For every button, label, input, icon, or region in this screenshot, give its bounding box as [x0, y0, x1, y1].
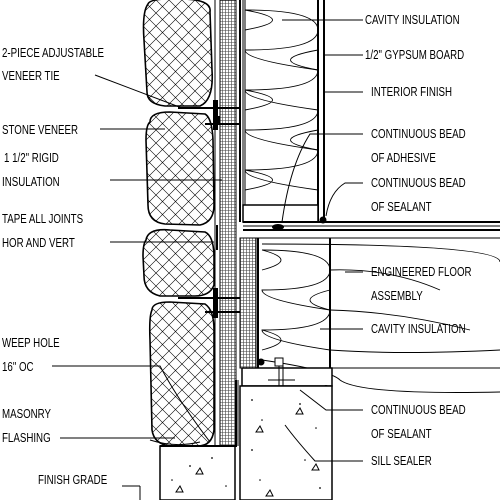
- label-veneer-tie-1: 2-PIECE ADJUSTABLE: [2, 47, 104, 60]
- label-weep-hole-2: 16" OC: [2, 361, 34, 374]
- label-stone-veneer: STONE VENEER: [2, 124, 78, 137]
- bottom-plate: [242, 204, 319, 223]
- label-tape-joints-2: HOR AND VERT: [2, 237, 75, 250]
- cavity-insulation-upper: [244, 0, 319, 205]
- label-sill-sealer: SILL SEALER: [371, 455, 432, 468]
- labels-right: CAVITY INSULATION 1/2" GYPSUM BOARD INTE…: [365, 14, 472, 468]
- foundation: [159, 385, 333, 500]
- rim-board: [239, 237, 259, 369]
- sill-plate: [241, 367, 333, 387]
- rigid-insulation: [219, 0, 237, 447]
- label-weep-hole-1: WEEP HOLE: [2, 337, 60, 350]
- label-bead-sealant-upper-1: CONTINUOUS BEAD: [371, 177, 466, 190]
- label-bead-sealant-lower-2: OF SEALANT: [371, 428, 432, 441]
- label-finish-grade: FINISH GRADE: [38, 474, 107, 487]
- label-floor-assembly-1: ENGINEERED FLOOR: [371, 266, 472, 279]
- label-floor-assembly-2: ASSEMBLY: [371, 290, 423, 303]
- label-bead-adhesive-2: OF ADHESIVE: [371, 152, 436, 165]
- veneer-tie-upper: [178, 100, 240, 130]
- label-cavity-insulation-lower: CAVITY INSULATION: [371, 323, 466, 336]
- masonry-flashing: [160, 380, 239, 447]
- label-masonry-flashing-2: FLASHING: [2, 432, 51, 445]
- bead-adhesive: [272, 224, 284, 230]
- stone-veneer: [142, 0, 215, 447]
- label-gypsum-board: 1/2" GYPSUM BOARD: [365, 49, 464, 62]
- label-rigid-insulation-2: INSULATION: [2, 176, 60, 189]
- leader-lines: [52, 19, 363, 500]
- veneer-tie-lower: [178, 288, 240, 318]
- label-masonry-flashing-1: MASONRY: [2, 408, 51, 421]
- wall-sheathing: [214, 0, 244, 446]
- weep-hole: [149, 439, 201, 446]
- label-interior-finish: INTERIOR FINISH: [371, 86, 452, 99]
- label-veneer-tie-2: VENEER TIE: [2, 70, 60, 83]
- label-bead-sealant-lower-1: CONTINUOUS BEAD: [371, 404, 466, 417]
- floor-cavity-insulation: [261, 243, 500, 393]
- labels-left: 2-PIECE ADJUSTABLE VENEER TIE STONE VENE…: [2, 47, 107, 487]
- label-bead-adhesive-1: CONTINUOUS BEAD: [371, 128, 466, 141]
- label-bead-sealant-upper-2: OF SEALANT: [371, 201, 432, 214]
- label-rigid-insulation-1: 1 1/2" RIGID: [4, 152, 59, 165]
- label-tape-joints-1: TAPE ALL JOINTS: [2, 213, 83, 226]
- gypsum-board: [317, 0, 325, 222]
- bead-sealant-upper: [319, 216, 327, 224]
- subfloor: [243, 221, 500, 239]
- label-cavity-insulation-upper: CAVITY INSULATION: [365, 14, 460, 27]
